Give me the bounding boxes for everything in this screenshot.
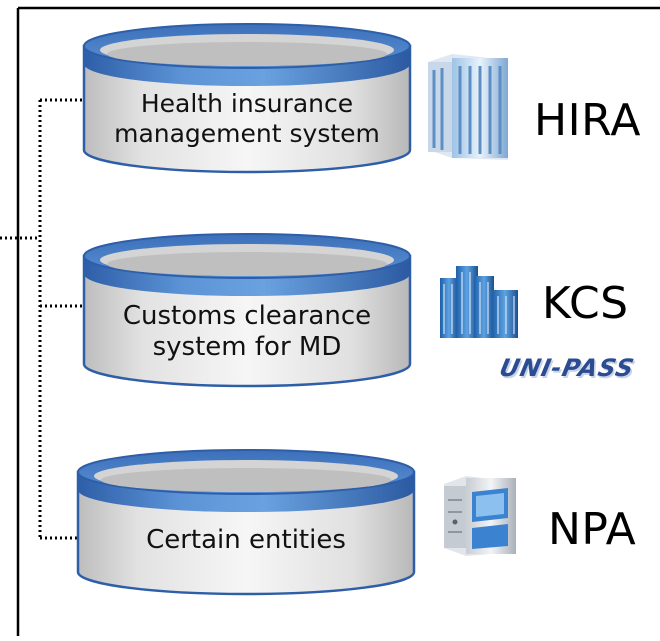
org-label-kcs: KCS	[542, 278, 629, 329]
database-cylinder-npa	[76, 449, 416, 596]
system-name-kcs-line-1: Customs clearance	[122, 301, 372, 331]
system-name-kcs-line-2: system for MD	[152, 331, 342, 362]
database-cylinder-hira	[82, 23, 412, 174]
database-cylinder-kcs	[82, 233, 412, 388]
connector-lines	[0, 98, 84, 540]
server-tower-icon	[444, 476, 516, 556]
system-name-kcs: Customs clearance system for MD	[96, 301, 398, 362]
org-label-hira: HIRA	[534, 95, 641, 146]
building-cluster-icon	[440, 266, 518, 338]
system-name-hira: Health insurance management system	[96, 89, 398, 148]
office-tower-icon	[428, 54, 508, 160]
system-name-npa-line-1: Certain entities	[146, 525, 346, 555]
system-name-hira-line-1: Health insurance	[140, 89, 354, 118]
uni-pass-logo: UNI-PASS	[497, 354, 638, 382]
org-label-npa: NPA	[548, 504, 637, 555]
system-name-npa: Certain entities	[96, 525, 396, 556]
system-name-hira-line-2: management system	[114, 118, 380, 148]
